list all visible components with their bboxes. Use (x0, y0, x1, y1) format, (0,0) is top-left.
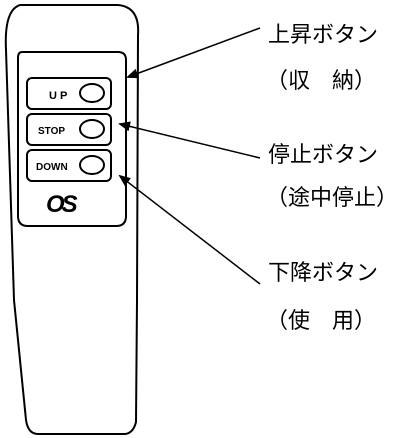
down-callout-title: 下降ボタン (268, 261, 378, 286)
stop-button-label: STOP (38, 126, 65, 137)
up-callout-title: 上昇ボタン (268, 23, 378, 48)
stop-button-indicator (79, 119, 105, 139)
os-logo: OS (46, 191, 78, 218)
down-button-label: DOWN (36, 162, 68, 173)
stop-callout-leader (118, 121, 261, 159)
down-button[interactable]: DOWN (26, 149, 112, 182)
stop-callout-title: 停止ボタン (268, 143, 378, 168)
up-callout-leader (126, 27, 261, 79)
up-button[interactable]: U P (26, 77, 112, 110)
stop-button[interactable]: STOP (26, 113, 112, 146)
up-callout-subtitle: （収 納） (266, 69, 376, 94)
up-button-label: U P (49, 90, 67, 102)
down-button-indicator (79, 155, 105, 175)
up-button-indicator (79, 83, 105, 103)
stop-callout-subtitle: （途中停止） (266, 186, 398, 211)
down-callout-leader (118, 174, 261, 285)
down-callout-subtitle: （使 用） (266, 309, 376, 334)
